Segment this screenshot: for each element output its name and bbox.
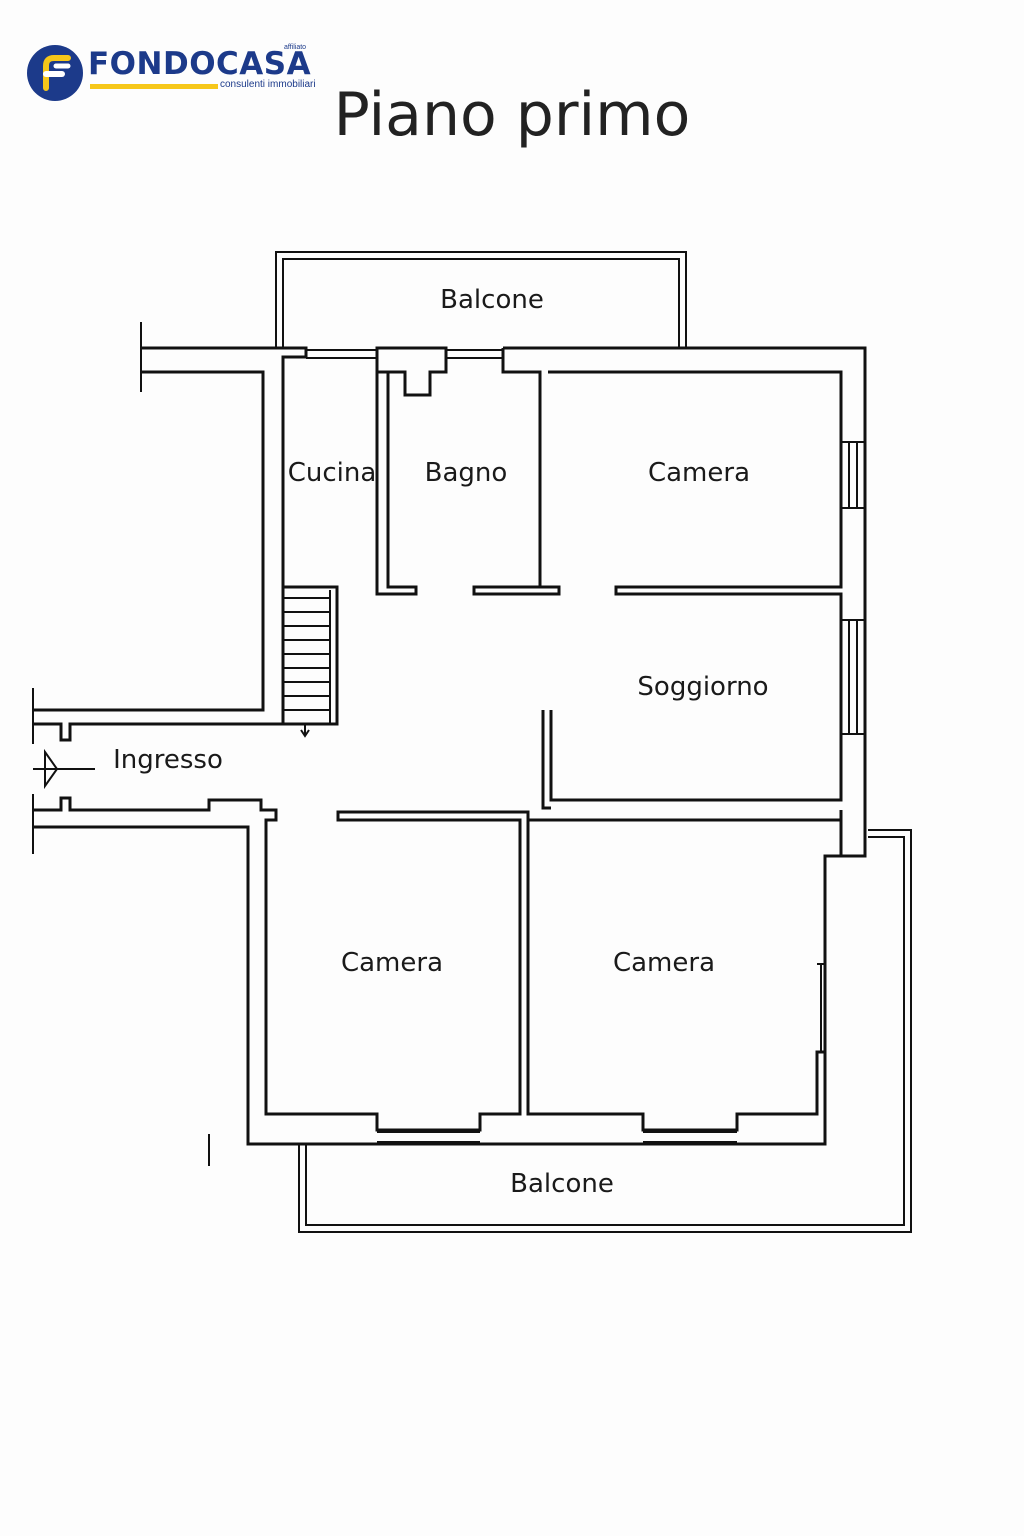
label-ingresso: Ingresso xyxy=(113,745,223,775)
balcony-top xyxy=(275,251,687,348)
label-camera-ne: Camera xyxy=(648,458,750,488)
label-camera-se: Camera xyxy=(613,948,715,978)
label-balcone-top: Balcone xyxy=(440,285,544,315)
balcony-bottom xyxy=(298,829,912,1233)
label-cucina: Cucina xyxy=(288,458,377,488)
label-camera-sw: Camera xyxy=(341,948,443,978)
exterior-walls xyxy=(32,322,867,1166)
entrance-arrow-icon xyxy=(33,748,95,790)
brand-affiliate: affiliato xyxy=(284,44,307,51)
fondocasa-logo: FONDOCASA consulenti immobiliari affilia… xyxy=(26,42,326,104)
fondocasa-logo-icon xyxy=(27,45,83,101)
label-bagno: Bagno xyxy=(425,458,508,488)
label-balcone-bottom: Balcone xyxy=(510,1169,614,1199)
page-title: Piano primo xyxy=(333,80,691,150)
brand-tagline: consulenti immobiliari xyxy=(220,79,316,90)
label-soggiorno: Soggiorno xyxy=(637,672,768,702)
brand-name: FONDOCASA xyxy=(88,46,312,82)
brand-underline xyxy=(90,84,218,89)
